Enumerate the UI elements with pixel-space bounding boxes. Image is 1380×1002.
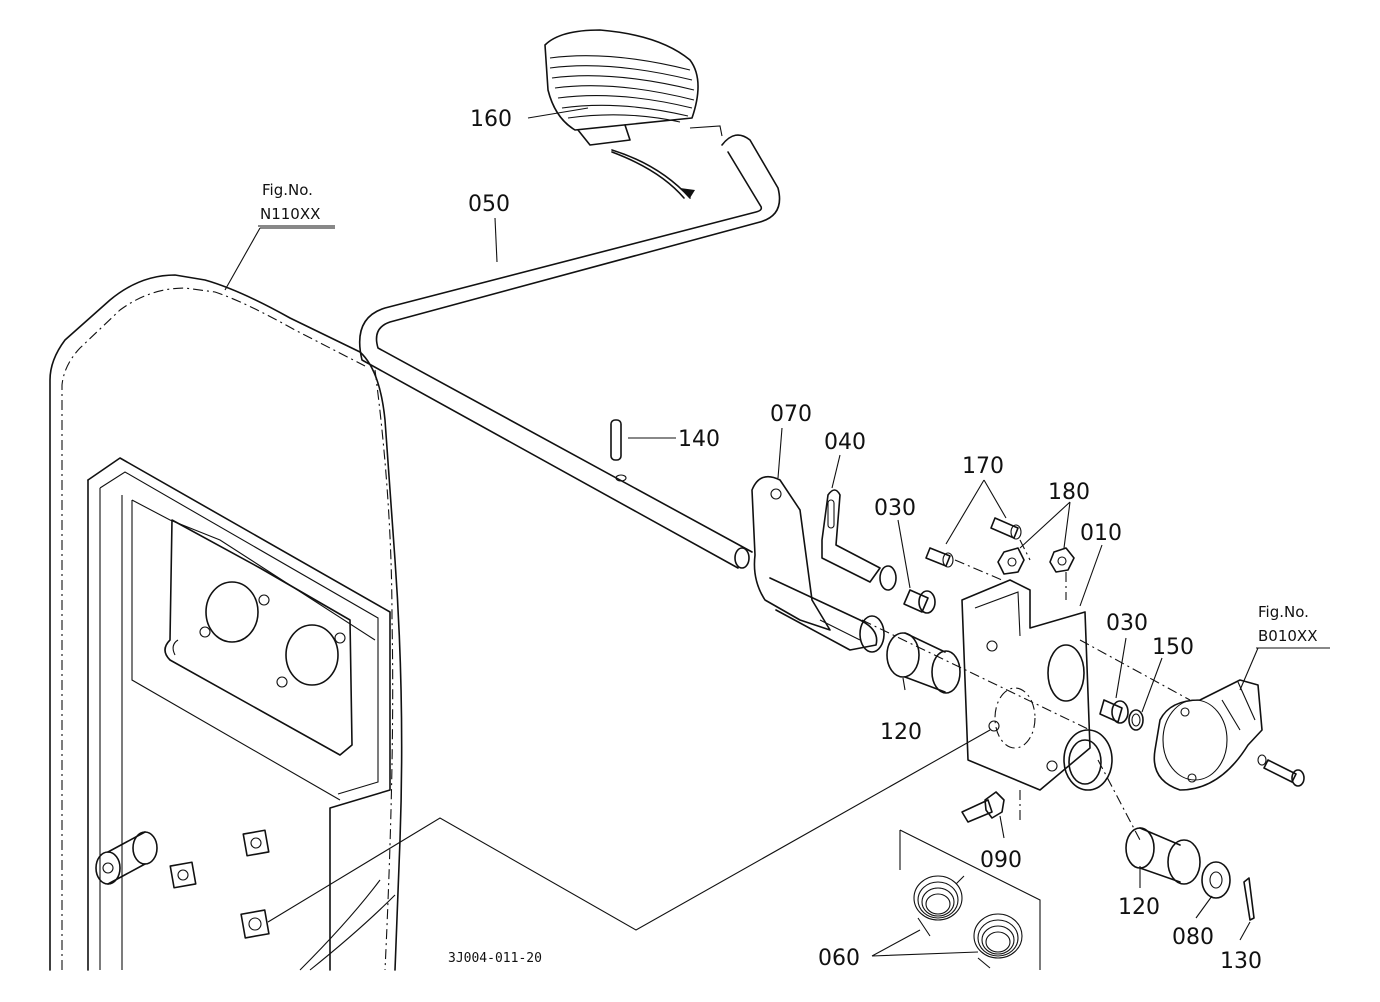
leader-lines (224, 107, 1330, 970)
fig-ref-n110xx: Fig.No. N110XX (260, 181, 320, 223)
small-screw (1257, 754, 1305, 787)
bolt-170a (925, 547, 954, 568)
label-150: 150 (1152, 635, 1194, 660)
shaft-bracket (821, 489, 897, 591)
fig-ref-n110xx-line1: Fig.No. (262, 181, 313, 199)
label-090: 090 (980, 848, 1022, 873)
nut-180a (997, 547, 1025, 575)
sleeve-left (886, 632, 961, 694)
fender-panel (49, 274, 403, 971)
sensor-housing (1153, 679, 1263, 791)
main-bracket (961, 579, 1113, 791)
label-030-left: 030 (874, 496, 916, 521)
boss-nut (95, 831, 158, 885)
fig-ref-n110xx-line2: N110XX (260, 205, 320, 223)
spring-a (913, 875, 965, 937)
nut-180b (1049, 547, 1075, 573)
snap-ring (1128, 709, 1144, 731)
pin (610, 419, 676, 482)
label-060: 060 (818, 946, 860, 971)
pedal-rod (358, 134, 781, 569)
bushing-left (903, 589, 936, 614)
bushing-right (1099, 699, 1129, 724)
label-140: 140 (678, 427, 720, 452)
label-010: 010 (1080, 521, 1122, 546)
fig-ref-b010xx-line1: Fig.No. (1258, 603, 1309, 621)
drawing-code: 3J004-011-20 (448, 951, 542, 966)
label-050: 050 (468, 192, 510, 217)
label-160: 160 (470, 107, 512, 132)
lever-arm (751, 475, 885, 653)
label-120-left: 120 (880, 720, 922, 745)
bolt-090 (961, 791, 1005, 823)
label-070: 070 (770, 402, 812, 427)
label-040: 040 (824, 430, 866, 455)
spring-b (973, 913, 1023, 969)
fig-ref-b010xx-line2: B010XX (1258, 627, 1317, 645)
label-120-right: 120 (1118, 895, 1160, 920)
label-030-right: 030 (1106, 611, 1148, 636)
fig-ref-b010xx: Fig.No. B010XX (1258, 603, 1317, 645)
bolt-170b (990, 517, 1022, 540)
label-170: 170 (962, 454, 1004, 479)
label-080: 080 (1172, 925, 1214, 950)
label-130: 130 (1220, 949, 1262, 974)
sleeve-right (1125, 827, 1201, 885)
label-180: 180 (1048, 480, 1090, 505)
washer (1201, 861, 1231, 899)
pedal-pad (544, 29, 723, 146)
cotter-pin (1243, 877, 1255, 921)
